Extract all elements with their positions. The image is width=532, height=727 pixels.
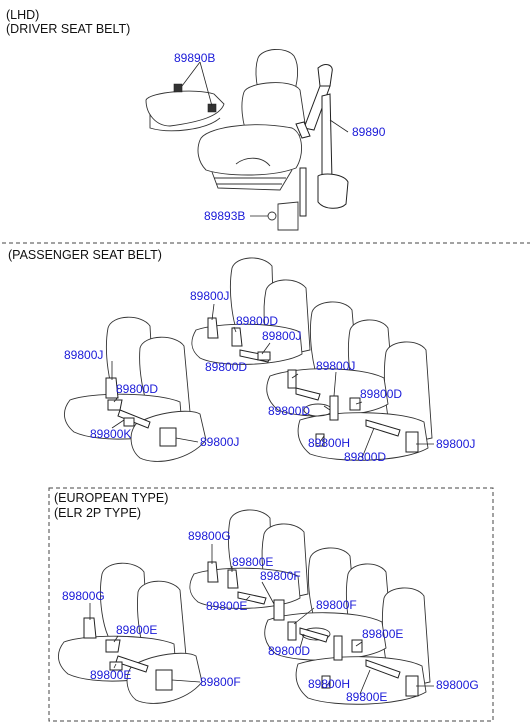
part-link-89800g-top[interactable]: 89800G [188, 529, 231, 543]
part-link-89800e-right[interactable]: 89800E [362, 627, 404, 641]
part-link-89890[interactable]: 89890 [352, 125, 386, 139]
part-link-89800j-mid2[interactable]: 89800J [316, 359, 356, 373]
part-link-89800f-mid1[interactable]: 89800F [260, 569, 301, 583]
driver-seat-belt-header: (DRIVER SEAT BELT) [6, 22, 131, 36]
passenger-seat-belt-header: (PASSENGER SEAT BELT) [8, 248, 162, 262]
passenger-right-rows-drawing [191, 257, 433, 461]
part-link-89800h-mid[interactable]: 89800H [308, 677, 351, 691]
part-link-89800g-left[interactable]: 89800G [62, 589, 105, 603]
passenger-left-bench-drawing [64, 316, 207, 462]
part-link-89800f-mid2[interactable]: 89800F [316, 598, 357, 612]
part-link-89800g-right[interactable]: 89800G [436, 678, 479, 692]
european-left-bench-drawing [58, 562, 203, 704]
part-link-89800j-right[interactable]: 89800J [436, 437, 476, 451]
part-link-89800f-left-bottom[interactable]: 89800F [200, 675, 241, 689]
elr-2p-type-header: (ELR 2P TYPE) [54, 506, 142, 520]
part-link-89800j-mid1[interactable]: 89800J [262, 329, 302, 343]
part-link-89800j-left[interactable]: 89800J [64, 348, 104, 362]
part-link-89800k-left[interactable]: 89800K [90, 427, 132, 441]
part-link-89800d-mid[interactable]: 89800D [268, 644, 311, 658]
part-link-89800j-left-bottom[interactable]: 89800J [200, 435, 240, 449]
part-link-89800e-left[interactable]: 89800E [116, 623, 158, 637]
part-link-89800d-mid2[interactable]: 89800D [205, 360, 248, 374]
part-link-89800h-mid[interactable]: 89800H [308, 436, 351, 450]
part-link-89893b[interactable]: 89893B [204, 209, 246, 223]
part-link-89890b[interactable]: 89890B [174, 51, 216, 65]
part-link-89800e-left-bottom[interactable]: 89800E [90, 668, 132, 682]
part-link-89800e-mid1[interactable]: 89800E [232, 555, 274, 569]
part-link-89800d-left[interactable]: 89800D [116, 382, 159, 396]
part-link-89800d-mid1[interactable]: 89800D [236, 314, 279, 328]
driver-seat-drawing [145, 49, 349, 231]
european-type-header: (EUROPEAN TYPE) [54, 491, 169, 505]
lhd-header: (LHD) [6, 8, 40, 22]
part-link-89800d-right[interactable]: 89800D [360, 387, 403, 401]
part-link-89800e-bottom[interactable]: 89800E [346, 690, 388, 704]
part-link-89800d-bottom[interactable]: 89800D [344, 450, 387, 464]
european-right-rows-drawing [189, 509, 431, 705]
part-link-89800j-top[interactable]: 89800J [190, 289, 230, 303]
part-link-89800e-mid2[interactable]: 89800E [206, 599, 248, 613]
european-type-box [48, 487, 494, 722]
part-link-89800d-mid3[interactable]: 89800D [268, 404, 311, 418]
